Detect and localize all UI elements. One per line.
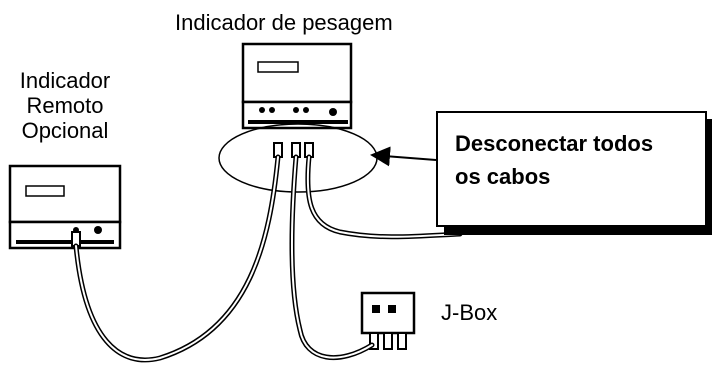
remote-label-line-2: Remoto: [26, 93, 104, 118]
weighing-indicator-label: Indicador de pesagem: [175, 10, 393, 35]
disconnect-callout: Desconectar todos os cabos: [436, 111, 707, 227]
callout-arrow: [370, 146, 437, 167]
remote-label-line-3: Opcional: [21, 118, 109, 143]
callout-line-2: os cabos: [455, 164, 551, 189]
jbox-label: J-Box: [441, 300, 498, 325]
cable-connectors: [273, 142, 314, 158]
remote-indicator-device: [8, 164, 122, 250]
remote-label-line-1: Indicador: [19, 68, 111, 93]
jbox-device: [360, 291, 416, 350]
remote-indicator-label: Indicador Remoto Opcional: [0, 68, 130, 143]
callout-line-1: Desconectar todos: [455, 131, 654, 156]
weighing-indicator-device: [241, 42, 353, 130]
